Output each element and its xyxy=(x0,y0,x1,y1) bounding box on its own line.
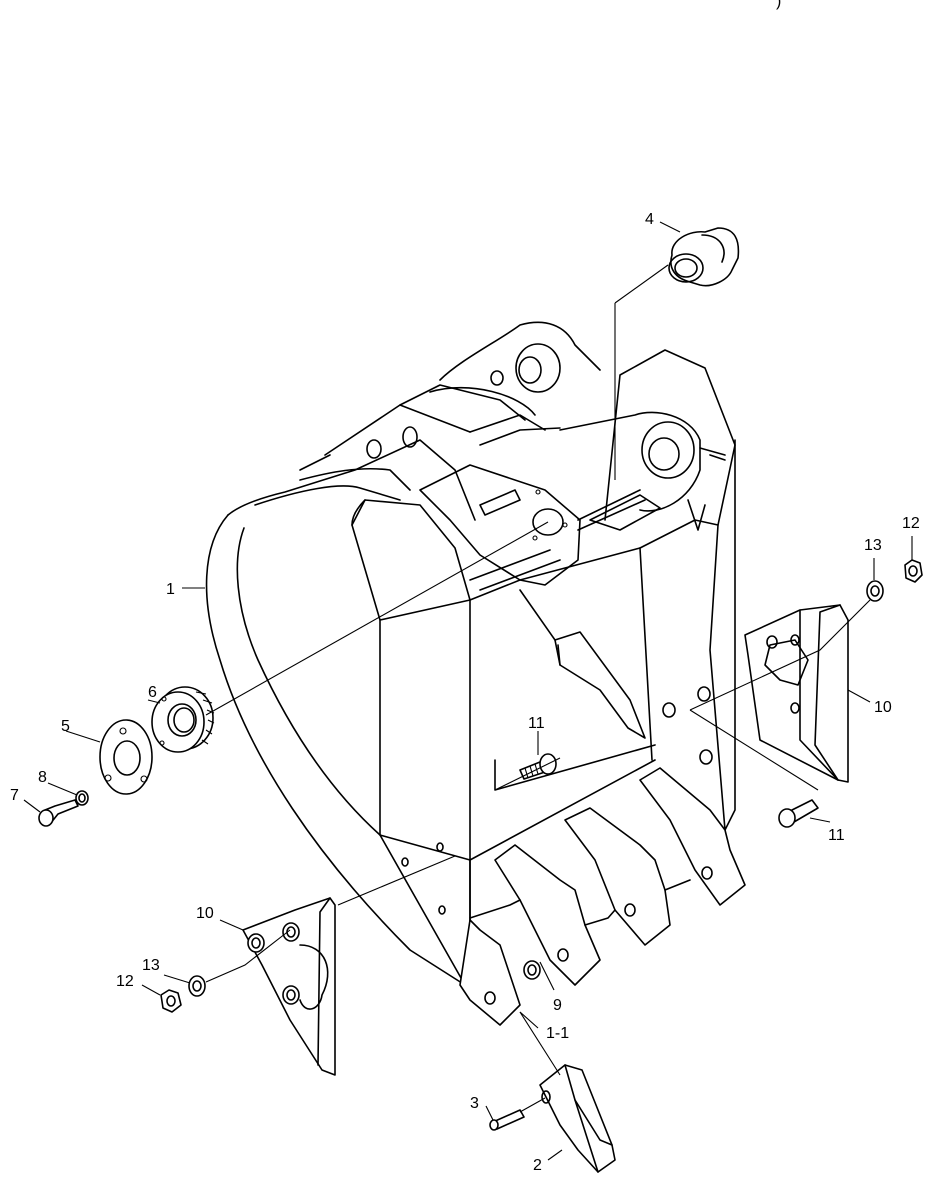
callout-10-left: 10 xyxy=(196,905,214,922)
callout-7: 7 xyxy=(10,787,19,804)
adapter-2 xyxy=(494,844,601,986)
callout-11-upper: 11 xyxy=(528,715,545,732)
callout-1-1: 1-1 xyxy=(546,1025,569,1042)
part-9-washer xyxy=(523,960,541,980)
part-7-bolt xyxy=(38,799,79,827)
part-11-bolt-lower xyxy=(778,799,819,828)
callout-11-lower: 11 xyxy=(828,827,845,844)
callout-8: 8 xyxy=(38,769,47,786)
callout-5: 5 xyxy=(61,718,70,735)
part-5-plate xyxy=(99,719,153,795)
callout-13-left: 13 xyxy=(142,957,160,974)
part-4-bushing xyxy=(668,227,740,287)
teeth-adapters xyxy=(459,767,746,1026)
header-caption-fragment: ) xyxy=(776,0,781,10)
part-6-nut xyxy=(151,686,215,753)
callout-13-right: 13 xyxy=(864,537,882,554)
part-12-nut-right xyxy=(904,559,923,583)
part-10-cutter-right xyxy=(744,604,849,783)
callout-6: 6 xyxy=(148,684,157,701)
callout-labels: 1 1-1 2 3 4 5 6 7 8 9 10 10 11 11 12 12 … xyxy=(10,211,920,1174)
callout-2: 2 xyxy=(533,1157,542,1174)
part-2-tooth xyxy=(539,1064,616,1173)
callout-12-left: 12 xyxy=(116,973,134,990)
callout-9: 9 xyxy=(553,997,562,1014)
part-13-washer-left xyxy=(188,975,206,997)
part-12-nut-left xyxy=(160,989,182,1013)
callout-1: 1 xyxy=(166,581,175,598)
callout-4: 4 xyxy=(645,211,654,228)
adapter-1 xyxy=(459,919,521,1026)
part-13-washer-right xyxy=(866,580,884,602)
part-3-pin xyxy=(489,1109,525,1131)
leader-lines xyxy=(23,221,913,1161)
adapter-4 xyxy=(639,767,746,906)
part-10-cutter-left xyxy=(242,897,336,1076)
callout-12-right: 12 xyxy=(902,515,920,532)
callout-10-right: 10 xyxy=(874,699,892,716)
adapter-3 xyxy=(564,807,671,946)
callout-3: 3 xyxy=(470,1095,479,1112)
part-8-washer xyxy=(75,790,89,806)
